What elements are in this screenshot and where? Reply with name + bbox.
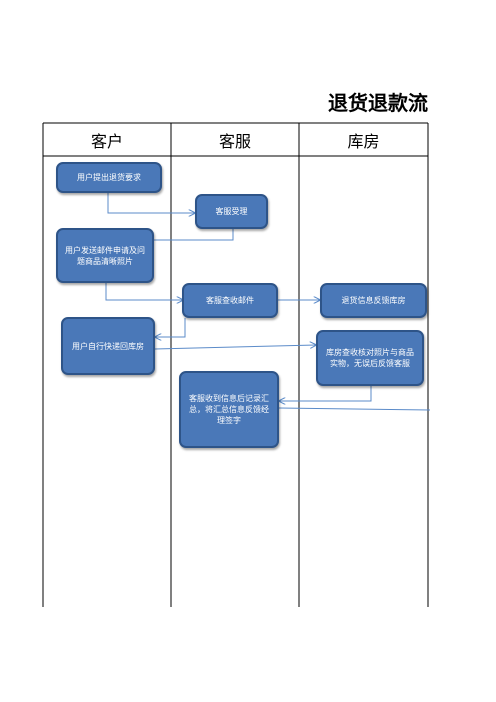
arrow-accept-to-email xyxy=(138,229,234,240)
node-warehouse-verify: 库房查收核对照片与商品实物，无误后反馈客服 xyxy=(316,330,424,386)
node-send-email: 用户发送邮件申请及问题商品清晰照片 xyxy=(56,228,154,283)
node-notify-warehouse: 退货信息反馈库房 xyxy=(320,283,427,318)
page-title: 退货退款流 xyxy=(328,91,428,115)
line-record-to-edge xyxy=(278,407,431,411)
node-request-return: 用户提出退货要求 xyxy=(56,162,162,193)
arrow-check-to-ship xyxy=(155,318,186,337)
node-cs-record: 客服收到信息后记录汇总，将汇总信息反馈经理签字 xyxy=(179,371,279,448)
node-user-ship-back: 用户自行快递回库房 xyxy=(61,317,155,375)
arrow-email-to-check xyxy=(105,283,183,300)
lane-header-customer: 客户 xyxy=(90,132,123,151)
swimlane-grid xyxy=(42,122,429,607)
node-cs-accept: 客服受理 xyxy=(195,194,268,229)
node-cs-check-email: 客服查收邮件 xyxy=(182,283,278,318)
lane-header-warehouse: 库房 xyxy=(347,132,380,151)
connectors xyxy=(105,193,431,411)
arrow-ship-to-verify xyxy=(154,345,316,350)
arrow-request-to-accept xyxy=(107,193,195,213)
lane-header-service: 客服 xyxy=(218,132,251,151)
arrow-verify-to-record xyxy=(279,386,372,401)
